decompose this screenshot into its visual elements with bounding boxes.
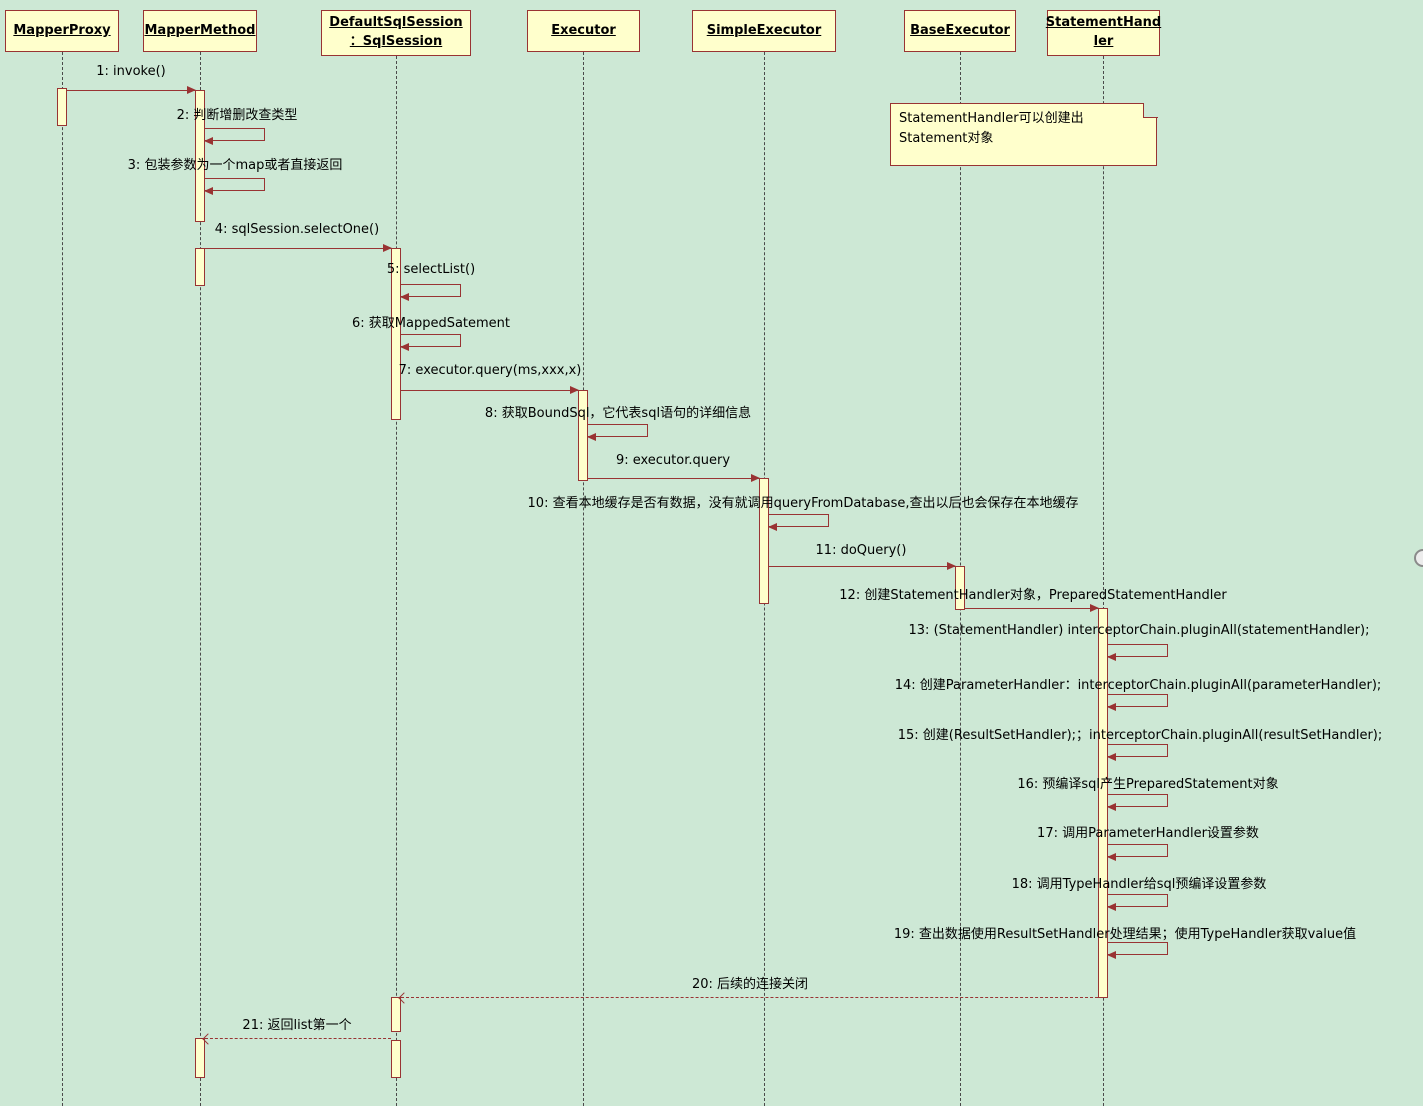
- message-arrow-self: [1107, 794, 1168, 811]
- arrowhead-left-icon: [1107, 853, 1116, 861]
- note-text: Statement对象: [899, 131, 994, 147]
- activation-bar: [195, 1038, 205, 1078]
- message-label: 9: executor.query: [615, 453, 731, 468]
- participant-baseexecutor: BaseExecutor: [904, 10, 1016, 52]
- participant-name: StatementHand: [1045, 15, 1162, 31]
- arrowhead-right-icon: [751, 474, 760, 482]
- participant-simpleexecutor: SimpleExecutor: [692, 10, 836, 52]
- uml-note: StatementHandler可以创建出 Statement对象: [890, 102, 1158, 166]
- message-label: 11: doQuery(): [815, 543, 907, 558]
- message-label: 21: 返回list第一个: [242, 1018, 352, 1033]
- participant-name: ler: [1093, 34, 1114, 49]
- message-arrow-sync: [401, 386, 579, 394]
- message-label: 3: 包装参数为一个map或者直接返回: [127, 158, 343, 173]
- lifeline: [396, 56, 397, 1106]
- message-arrow-return: [202, 1032, 391, 1045]
- message-label: 1: invoke(): [96, 64, 166, 79]
- message-label: 12: 创建StatementHandler对象，PreparedStateme…: [839, 588, 1227, 603]
- arrowhead-right-icon: [383, 244, 392, 252]
- message-arrow-self: [1107, 894, 1168, 911]
- edge-circle-artifact: [1414, 549, 1423, 567]
- activation-bar: [391, 997, 401, 1032]
- participant-name: Executor: [551, 22, 616, 38]
- arrowhead-left-icon: [1107, 703, 1116, 711]
- message-arrow-self: [400, 334, 461, 351]
- lifeline: [583, 52, 584, 1106]
- note-fold-corner: [1142, 102, 1158, 118]
- message-label: 7: executor.query(ms,xxx,x): [398, 363, 582, 378]
- message-arrow-self: [1107, 744, 1168, 761]
- arrowhead-left-icon: [1107, 803, 1116, 811]
- message-arrow-sync: [67, 86, 196, 94]
- arrowhead-left-icon: [587, 433, 596, 441]
- lifeline: [1103, 56, 1104, 1106]
- arrowhead-right-icon: [1090, 604, 1099, 612]
- message-arrow-self: [204, 128, 265, 145]
- participant-name: SimpleExecutor: [706, 22, 822, 38]
- participant-name: DefaultSqlSession: [329, 15, 463, 31]
- arrowhead-left-icon: [1107, 951, 1116, 959]
- message-label: 4: sqlSession.selectOne(): [214, 222, 380, 237]
- message-arrow-sync: [588, 474, 760, 482]
- message-arrow-sync: [205, 244, 392, 252]
- message-label: 13: (StatementHandler) interceptorChain.…: [908, 623, 1370, 638]
- message-label: 6: 获取MappedSatement: [351, 316, 511, 331]
- note-text: StatementHandler可以创建出: [899, 111, 1084, 126]
- message-label: 17: 调用ParameterHandler设置参数: [1037, 826, 1259, 841]
- activation-bar: [759, 478, 769, 604]
- lifeline: [200, 52, 201, 1106]
- participant-mappermethod: MapperMethod: [143, 10, 257, 52]
- message-label: 18: 调用TypeHandler给sql预编译设置参数: [1011, 877, 1267, 892]
- arrowhead-left-icon: [1107, 753, 1116, 761]
- message-label: 10: 查看本地缓存是否有数据，没有就调用queryFromDatabase,查…: [527, 496, 1079, 511]
- participant-defaultsqlsessionsqlsession: DefaultSqlSession ：SqlSession: [321, 10, 471, 56]
- activation-bar: [391, 248, 401, 420]
- message-label: 19: 查出数据使用ResultSetHandler处理结果；使用TypeHan…: [893, 927, 1357, 942]
- participant-name: BaseExecutor: [910, 22, 1010, 38]
- arrowhead-left-icon: [400, 343, 409, 351]
- message-arrow-self: [1107, 644, 1168, 661]
- participant-mapperproxy: MapperProxy: [5, 10, 119, 52]
- arrowhead-left-icon: [1107, 903, 1116, 911]
- message-arrow-self: [1107, 844, 1168, 861]
- message-label: 2: 判断增删改查类型: [176, 108, 298, 123]
- message-label: 14: 创建ParameterHandler：interceptorChain.…: [894, 678, 1382, 693]
- message-arrow-self: [204, 178, 265, 195]
- activation-bar: [391, 1040, 401, 1078]
- participant-name: ：SqlSession: [349, 34, 443, 49]
- message-label: 5: selectList(): [386, 262, 476, 277]
- message-arrow-self: [1107, 694, 1168, 711]
- arrowhead-left-icon: [400, 293, 409, 301]
- arrowhead-left-icon: [768, 523, 777, 531]
- arrowhead-right-icon: [187, 86, 196, 94]
- message-arrow-sync: [965, 604, 1099, 612]
- arrowhead-left-icon: [204, 187, 213, 195]
- lifeline: [62, 52, 63, 1106]
- activation-bar: [955, 566, 965, 610]
- participant-name: MapperProxy: [13, 22, 111, 38]
- message-label: 16: 预编译sql产生PreparedStatement对象: [1017, 777, 1279, 792]
- arrowhead-left-icon: [1107, 653, 1116, 661]
- message-arrow-self: [587, 424, 648, 441]
- arrowhead-right-icon: [947, 562, 956, 570]
- message-label: 15: 创建(ResultSetHandler);；interceptorCha…: [897, 728, 1383, 743]
- activation-bar: [195, 90, 205, 222]
- activation-bar: [57, 88, 67, 126]
- activation-bar: [195, 248, 205, 286]
- message-arrow-return: [398, 991, 1098, 1004]
- participant-name: MapperMethod: [144, 22, 256, 38]
- message-arrow-sync: [769, 562, 956, 570]
- message-label: 20: 后续的连接关闭: [691, 977, 809, 992]
- message-arrow-self: [400, 284, 461, 301]
- message-label: 8: 获取BoundSql，它代表sql语句的详细信息: [484, 406, 752, 421]
- arrowhead-right-icon: [570, 386, 579, 394]
- participant-statementhandler: StatementHand ler: [1045, 10, 1162, 56]
- message-arrow-self: [768, 514, 829, 531]
- participant-executor: Executor: [527, 10, 640, 52]
- message-arrow-self: [1107, 942, 1168, 959]
- arrowhead-left-icon: [204, 137, 213, 145]
